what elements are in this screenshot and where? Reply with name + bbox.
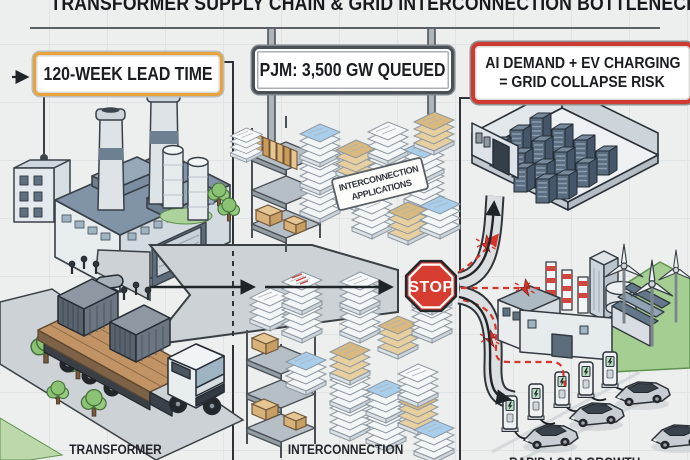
- data-center-illustration: [471, 85, 659, 211]
- factory-illustration: [13, 89, 241, 293]
- storage-silos: [162, 144, 209, 221]
- callout-pjm-queue: PJM: 3,500 GW QUEUED: [252, 46, 454, 94]
- paper-stack: [230, 127, 263, 163]
- page-title-text: TRANSFORMER SUPPLY CHAIN & GRID INTERCON…: [50, 0, 690, 15]
- callout-collapse-risk: AI DEMAND + EV CHARGING = GRID COLLAPSE …: [471, 42, 690, 104]
- flow-arrow-to-datacenter: [458, 200, 501, 281]
- ev-car: [614, 381, 671, 411]
- section-label-middle-line1: INTERCONNECTION: [287, 442, 404, 457]
- flow-arrows: [150, 200, 512, 405]
- backlog-placard: INTERCONNECTION APPLICATIONS: [331, 157, 429, 211]
- ev-charger-icon: [527, 383, 545, 421]
- callout-lead-time: 120-WEEK LEAD TIME: [33, 52, 223, 96]
- collapse-risk-line1: AI DEMAND + EV CHARGING: [484, 54, 681, 72]
- stop-sign-label: STOP: [408, 279, 453, 296]
- panel-divider-right: [459, 97, 472, 460]
- ev-charger-icon: [501, 395, 519, 433]
- pjm-queue-label: PJM: 3,500 GW QUEUED: [260, 59, 446, 80]
- title-underline: [30, 27, 660, 29]
- ev-car: [650, 424, 690, 454]
- shelf-boxes: [254, 204, 308, 235]
- section-label-rapid-load-growth: RAPID LOAD GROWTH: [460, 456, 690, 460]
- transformer-unit: [109, 281, 171, 363]
- power-plant-illustration: [497, 242, 690, 373]
- transformer-truck-illustration: [37, 255, 225, 417]
- striped-smokestacks: [545, 261, 589, 314]
- section-label-left-line1: TRANSFORMER: [69, 442, 162, 457]
- ev-charger-icon: [577, 361, 595, 399]
- page-title: TRANSFORMER SUPPLY CHAIN & GRID INTERCON…: [0, 0, 690, 14]
- stop-sign: STOP: [404, 259, 458, 313]
- section-label-transformer-manufacturing: TRANSFORMER MANUFACTURING: [0, 443, 231, 460]
- shelf-boxes: [250, 332, 308, 431]
- flow-arrow-to-ev: [458, 295, 512, 405]
- collapse-risk-line2: = GRID COLLAPSE RISK: [499, 74, 666, 91]
- data-center-door-wall: [471, 122, 519, 179]
- panel-divider-left: [222, 61, 234, 460]
- transformer-unit: [57, 255, 124, 337]
- truck-cab: [149, 343, 225, 417]
- red-stamped-papers: [281, 271, 323, 316]
- ev-charging-illustration: [491, 351, 690, 460]
- plant-hall: [497, 285, 613, 361]
- paperwork-shelf-bottom: [245, 271, 455, 460]
- section-label-right-line1: RAPID LOAD GROWTH: [509, 456, 640, 460]
- grass-corner: [0, 417, 64, 460]
- folder-row: [255, 133, 298, 171]
- paperwork-shelf-top: INTERCONNECTION APPLICATIONS: [230, 111, 461, 252]
- ev-charger-icon: [553, 371, 571, 409]
- ev-charger-icon: [601, 351, 619, 389]
- paper-stack: [285, 351, 327, 396]
- lead-time-label: 120-WEEK LEAD TIME: [43, 63, 213, 84]
- section-label-interconnection-applications: INTERCONNECTION APPLICATIONS: [231, 443, 460, 460]
